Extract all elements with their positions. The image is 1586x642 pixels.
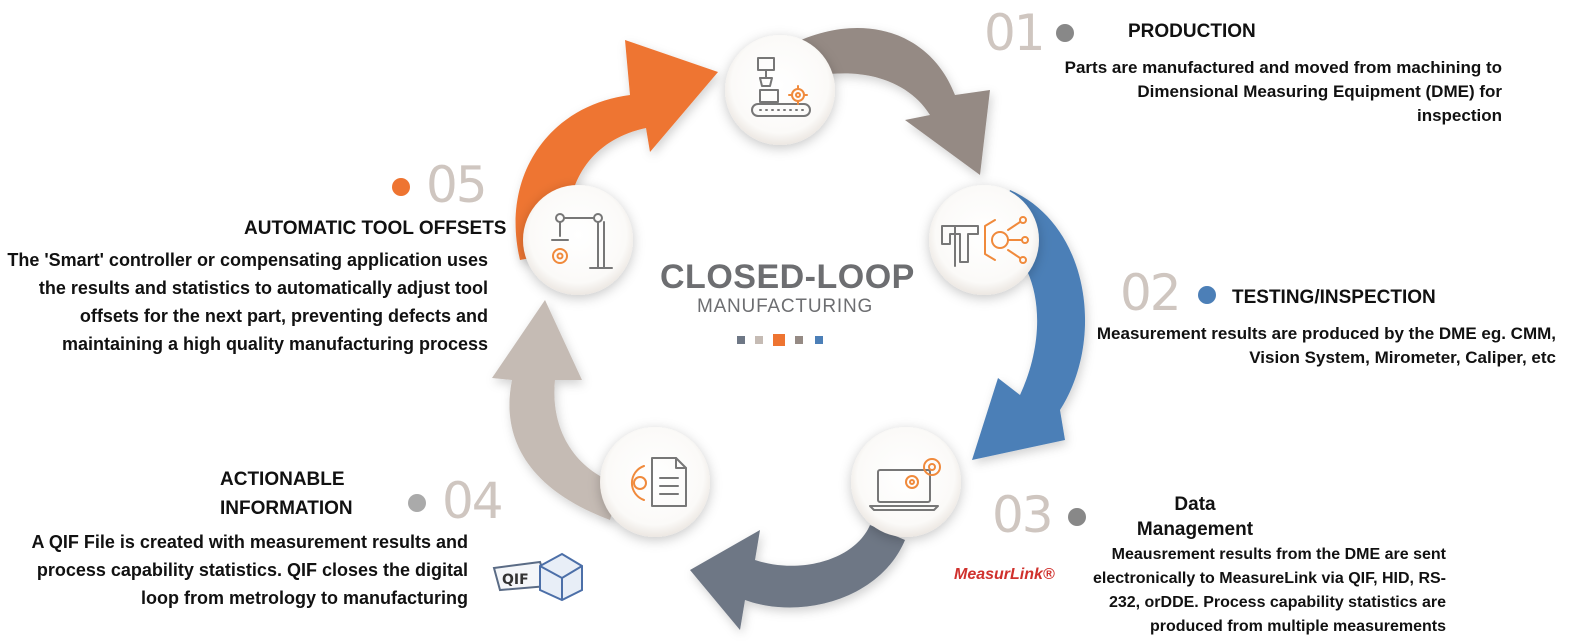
step-04-description: A QIF File is created with measurement r…	[31, 532, 468, 608]
step-01-description: Parts are manufactured and moved from ma…	[1064, 58, 1502, 125]
qif-logo: QIF	[492, 552, 583, 602]
svg-text:QIF: QIF	[502, 572, 529, 588]
circle-offsets	[523, 185, 633, 295]
step-04-dot	[408, 494, 426, 512]
step-03-description: Meausrement results from the DME are sen…	[1093, 546, 1446, 635]
step-05-description: The 'Smart' controller or compensating a…	[7, 250, 488, 354]
step-05-number: 05	[426, 156, 488, 214]
arrow-data-to-action	[690, 525, 905, 630]
laptop-gears-icon	[869, 458, 941, 511]
measurlink-logo: MeasurLink®	[954, 566, 1055, 583]
step-02-description: Measurement results are produced by the …	[1096, 324, 1556, 367]
step-02-title: TESTING/INSPECTION	[1232, 287, 1436, 308]
step-05-title: AUTOMATIC TOOL OFFSETS	[244, 218, 507, 239]
step-02-dot	[1198, 286, 1216, 304]
center-decoration-squares	[737, 334, 823, 346]
circle-production	[725, 35, 835, 145]
step-04-number: 04	[442, 472, 504, 530]
center-subtitle: MANUFACTURING	[696, 296, 874, 317]
robot-arm-icon	[551, 213, 613, 269]
document-gear-icon	[630, 457, 687, 507]
caliper-circuit-icon	[941, 216, 1029, 267]
step-01-number: 01	[984, 4, 1046, 62]
step-03-title: Data Management	[1136, 494, 1254, 540]
step-01-title: PRODUCTION	[1128, 21, 1256, 42]
step-02-number: 02	[1120, 264, 1182, 322]
factory-machine-icon	[751, 57, 811, 117]
center-title: CLOSED-LOOP	[660, 258, 915, 296]
arrow-inspection-to-data	[972, 190, 1086, 460]
arrow-production-to-inspection	[790, 27, 990, 176]
circle-action	[600, 427, 710, 537]
arrow-action-to-offsets	[492, 300, 620, 520]
step-01-dot	[1056, 24, 1074, 42]
step-05-dot	[392, 178, 410, 196]
step-03-dot	[1068, 508, 1086, 526]
step-04-title: ACTIONABLE INFORMATION	[220, 469, 353, 519]
step-03-number: 03	[992, 486, 1054, 544]
